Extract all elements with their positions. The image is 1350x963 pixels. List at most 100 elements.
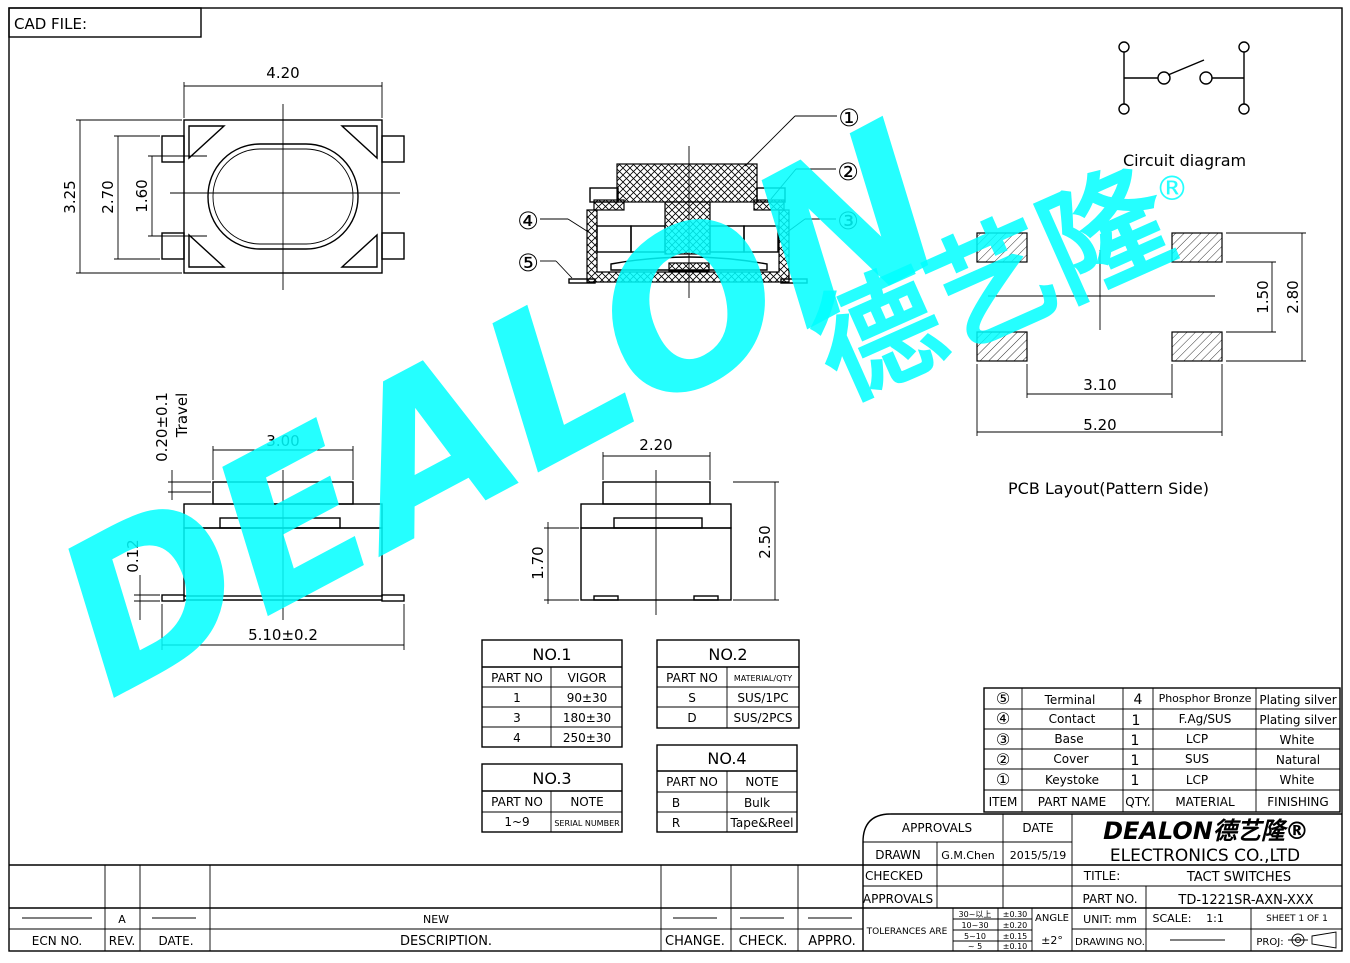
table-no1-r0c1: 90±30	[567, 691, 608, 705]
table-no2-h1: MATERIAL/QTY	[734, 674, 792, 683]
table-no2	[656, 639, 800, 729]
bom-r0-finishing: Plating silver	[1259, 693, 1336, 707]
bom-h-material: MATERIAL	[1175, 795, 1235, 809]
tb-part-no-label: PART NO.	[1082, 892, 1137, 906]
section-view	[568, 146, 808, 298]
bom-r3-item: ②	[996, 750, 1010, 769]
watermark-reg: ®	[1155, 169, 1189, 209]
dim-top-h-inner: 2.70	[99, 180, 117, 213]
table-no4-r1c0: R	[672, 816, 680, 830]
tb-angle-label: ANGLE	[1035, 913, 1069, 924]
side-view	[134, 446, 405, 650]
table-no3-title: NO.3	[532, 769, 571, 788]
table-no1-r1c1: 180±30	[563, 711, 611, 725]
tb-date: DATE	[1022, 821, 1053, 835]
bom-r4-name: Keystoke	[1045, 773, 1099, 787]
table-no1-r0c0: 1	[513, 691, 521, 705]
callout-3: ③	[837, 207, 859, 235]
tb-tol-value-3: ±0.10	[1003, 942, 1028, 951]
bom-r1-name: Contact	[1049, 712, 1096, 726]
bom-r3-qty: 1	[1131, 753, 1140, 769]
table-no4-r0c0: B	[672, 796, 680, 810]
dim-side-gap: 0.12	[124, 539, 142, 572]
table-no4-title: NO.4	[707, 749, 746, 768]
pcb-label: PCB Layout(Pattern Side)	[1008, 479, 1209, 498]
tb-approvals2: APPROVALS	[863, 892, 933, 906]
rev-h-date: DATE.	[158, 934, 193, 948]
tb-sheet: SHEET 1 OF 1	[1266, 914, 1328, 924]
dim-travel: 0.20±0.1	[153, 392, 171, 462]
table-no2-r0c1: SUS/1PC	[737, 691, 788, 705]
tb-checked: CHECKED	[865, 869, 923, 883]
dim-top-width: 4.20	[266, 64, 299, 82]
table-no1-h1: VIGOR	[568, 671, 607, 685]
table-no1-h0: PART NO	[491, 671, 543, 685]
table-no3	[481, 763, 623, 833]
bom-table	[983, 687, 1341, 813]
tb-proj: PROJ:	[1256, 937, 1283, 948]
tb-unit: UNIT: mm	[1083, 913, 1137, 926]
bom-r2-name: Base	[1054, 732, 1083, 746]
bom-r2-finishing: White	[1280, 733, 1315, 747]
table-no1-title: NO.1	[532, 645, 571, 664]
table-no1-r2c1: 250±30	[563, 731, 611, 745]
tb-drawn-by: G.M.Chen	[941, 849, 994, 862]
bom-r0-name: Terminal	[1044, 693, 1096, 707]
bom-h-finishing: FINISHING	[1267, 795, 1328, 809]
bom-r1-item: ④	[996, 709, 1010, 728]
tb-scale: 1:1	[1206, 912, 1224, 925]
table-no4-r1c1: Tape&Reel	[730, 816, 794, 830]
table-no3-h1: NOTE	[570, 795, 603, 809]
tb-tol-range-3: ~ 5	[968, 942, 982, 951]
cad-file-box	[8, 7, 202, 38]
dim-side-base-w: 5.10±0.2	[248, 626, 318, 644]
top-view	[76, 82, 405, 290]
dim-end-top-w: 2.20	[639, 436, 672, 454]
bom-r1-material: F.Ag/SUS	[1179, 712, 1232, 726]
title-block-lines	[9, 813, 1342, 951]
bom-r4-finishing: White	[1280, 773, 1315, 787]
bom-r1-qty: 1	[1132, 713, 1141, 729]
bom-r3-name: Cover	[1053, 752, 1088, 766]
bom-r1-finishing: Plating silver	[1259, 713, 1336, 727]
bom-r3-material: SUS	[1185, 752, 1209, 766]
table-no3-r0c0: 1~9	[504, 815, 529, 829]
table-no2-r0c0: S	[688, 691, 696, 705]
callout-leaders	[540, 115, 837, 279]
sheet-border	[8, 7, 1343, 952]
callout-2: ②	[837, 158, 859, 186]
tb-scale-label: SCALE:	[1153, 912, 1192, 925]
tb-angle: ±2°	[1041, 934, 1063, 947]
dim-pcb-w-outer: 5.20	[1083, 416, 1116, 434]
tb-part-no: TD-1221SR-AXN-XXX	[1177, 893, 1313, 908]
rev-h-rev: REV.	[109, 934, 135, 948]
bom-r2-qty: 1	[1131, 733, 1140, 749]
dim-end-h-total: 2.50	[756, 525, 774, 558]
rev-value: A	[118, 913, 126, 926]
table-no1	[481, 639, 623, 748]
bom-r4-material: LCP	[1186, 773, 1208, 787]
table-no4	[656, 744, 798, 833]
dim-pcb-h-outer: 2.80	[1284, 280, 1302, 313]
tb-tol-range-2: 5~10	[964, 932, 986, 941]
dim-pcb-h-inner: 1.50	[1254, 280, 1272, 313]
tb-title-label: TITLE:	[1083, 869, 1121, 883]
table-no2-r1c1: SUS/2PCS	[734, 711, 793, 725]
table-no3-h0: PART NO	[491, 795, 543, 809]
bom-r3-finishing: Natural	[1276, 753, 1320, 767]
bom-r2-item: ③	[996, 730, 1010, 749]
table-no2-title: NO.2	[708, 645, 747, 664]
bom-r0-material: Phosphor Bronze	[1159, 692, 1252, 705]
dim-top-h-outer: 3.25	[61, 180, 79, 213]
table-no3-r0c1: SERIAL NUMBER	[554, 819, 620, 828]
tb-title: TACT SWITCHES	[1186, 870, 1291, 885]
callout-5: ⑤	[517, 249, 539, 277]
bom-r4-qty: 1	[1131, 773, 1140, 789]
dim-end-h-base: 1.70	[529, 546, 547, 579]
tb-tolerances: TOLERANCES ARE	[866, 927, 948, 937]
end-view	[544, 452, 779, 615]
circuit-diagram	[1118, 41, 1250, 115]
table-no4-h1: NOTE	[745, 775, 778, 789]
pcb-layout	[976, 232, 1306, 436]
